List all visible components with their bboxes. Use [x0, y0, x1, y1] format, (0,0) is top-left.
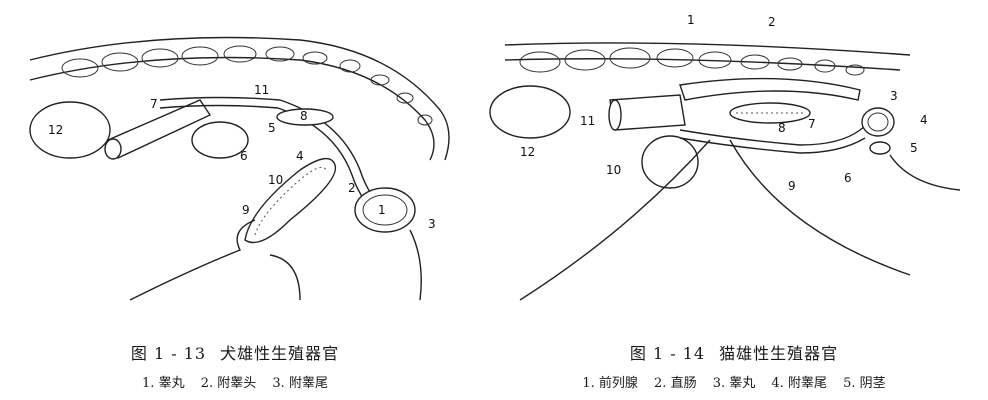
- dog-label-3: 3: [428, 217, 436, 231]
- prostate: [729, 102, 811, 124]
- cat-legend-item: 2. 直肠: [654, 376, 697, 391]
- cat-label-3: 3: [890, 89, 898, 103]
- dog-legend-item: 3. 附睾尾: [272, 376, 328, 391]
- dog-legend: 1. 睾丸 2. 附睾头 3. 附睾尾: [0, 372, 470, 391]
- cat-label-2: 2: [768, 15, 776, 29]
- vertebrae: [61, 45, 433, 126]
- dog-figure-number: 图 1 - 13: [130, 344, 207, 363]
- cat-label-7: 7: [808, 117, 816, 131]
- dog-legend-item: 1. 睾丸: [142, 376, 185, 391]
- dog-label-10: 10: [268, 173, 283, 187]
- cat-legend: 1. 前列腺 2. 直肠 3. 睾丸 4. 附睾尾 5. 阴茎: [480, 372, 988, 391]
- cat-label-11: 11: [580, 114, 595, 128]
- dog-legend-item: 2. 附睾头: [200, 376, 257, 391]
- dog-label-7: 7: [150, 97, 158, 111]
- dog-label-2: 2: [348, 181, 356, 195]
- dog-label-1: 1: [378, 203, 386, 217]
- cat-anatomy-drawing: 1 2 3 4 5 6 7 8 9 10 11 12: [489, 13, 961, 301]
- cat-label-4: 4: [920, 113, 928, 127]
- penis: [244, 157, 337, 244]
- dog-label-8: 8: [300, 109, 308, 123]
- figure-cat: 1 2 3 4 5 6 7 8 9 10 11 12 图 1 - 14 猫雄性生殖…: [480, 0, 988, 400]
- bladder: [489, 85, 571, 139]
- cat-figure-number: 图 1 - 14: [629, 344, 706, 363]
- dog-label-12: 12: [48, 123, 63, 137]
- cat-caption: 图 1 - 14 猫雄性生殖器官: [480, 340, 988, 364]
- cat-label-10: 10: [606, 163, 621, 177]
- cat-legend-item: 5. 阴茎: [843, 376, 886, 391]
- dog-figure-title: 犬雄性生殖器官: [220, 344, 340, 363]
- organ-8: [276, 108, 334, 126]
- cat-legend-item: 1. 前列腺: [582, 376, 638, 391]
- organ-10: [641, 135, 699, 189]
- dog-caption: 图 1 - 13 犬雄性生殖器官: [0, 340, 470, 364]
- prostate: [191, 121, 249, 159]
- cat-legend-item: 4. 附睾尾: [771, 376, 827, 391]
- cat-legend-item: 3. 睾丸: [712, 376, 756, 391]
- dog-anatomy-drawing: 1 2 3 4 5 6 7 8 9 10 11 12: [29, 36, 450, 301]
- dog-label-5: 5: [268, 121, 276, 135]
- cat-figure-title: 猫雄性生殖器官: [719, 344, 839, 363]
- cat-label-6: 6: [844, 171, 852, 185]
- dog-label-4: 4: [296, 149, 304, 163]
- dog-label-9: 9: [242, 203, 250, 217]
- cat-label-5: 5: [910, 141, 918, 155]
- dog-label-6: 6: [240, 149, 248, 163]
- testis: [861, 107, 895, 137]
- rectum: [679, 77, 861, 101]
- figure-dog: 1 2 3 4 5 6 7 8 9 10 11 12 图 1 - 13 犬雄性生殖…: [0, 0, 470, 400]
- cat-label-9: 9: [788, 179, 796, 193]
- bladder: [29, 101, 111, 159]
- penis: [869, 141, 891, 155]
- cat-label-8: 8: [778, 121, 786, 135]
- dog-label-11: 11: [254, 83, 269, 97]
- cat-label-1: 1: [687, 13, 695, 27]
- vertebrae: [519, 47, 865, 76]
- rectum: [107, 99, 212, 159]
- cat-label-12: 12: [520, 145, 535, 159]
